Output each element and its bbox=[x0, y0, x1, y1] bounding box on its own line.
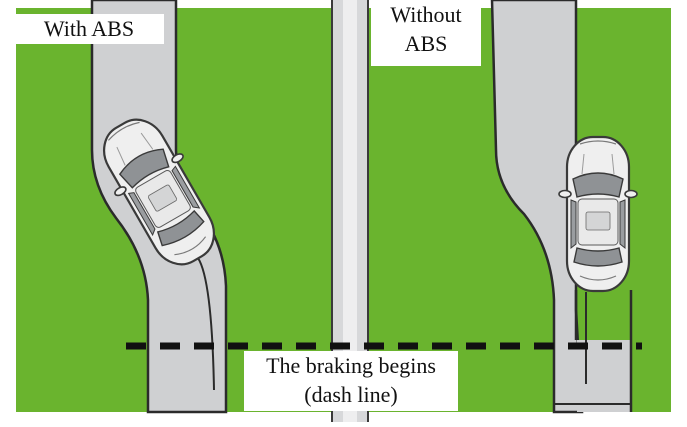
without-abs-line2: ABS bbox=[371, 29, 481, 58]
braking-line2: (dash line) bbox=[244, 380, 458, 409]
with-abs-text: With ABS bbox=[44, 16, 134, 41]
braking-begins-label: The braking begins (dash line) bbox=[244, 351, 458, 411]
car-without-abs bbox=[559, 137, 637, 291]
with-abs-label: With ABS bbox=[14, 14, 164, 44]
without-abs-line1: Without bbox=[371, 0, 481, 29]
without-abs-label: Without ABS bbox=[371, 0, 481, 66]
braking-line1: The braking begins bbox=[244, 351, 458, 380]
